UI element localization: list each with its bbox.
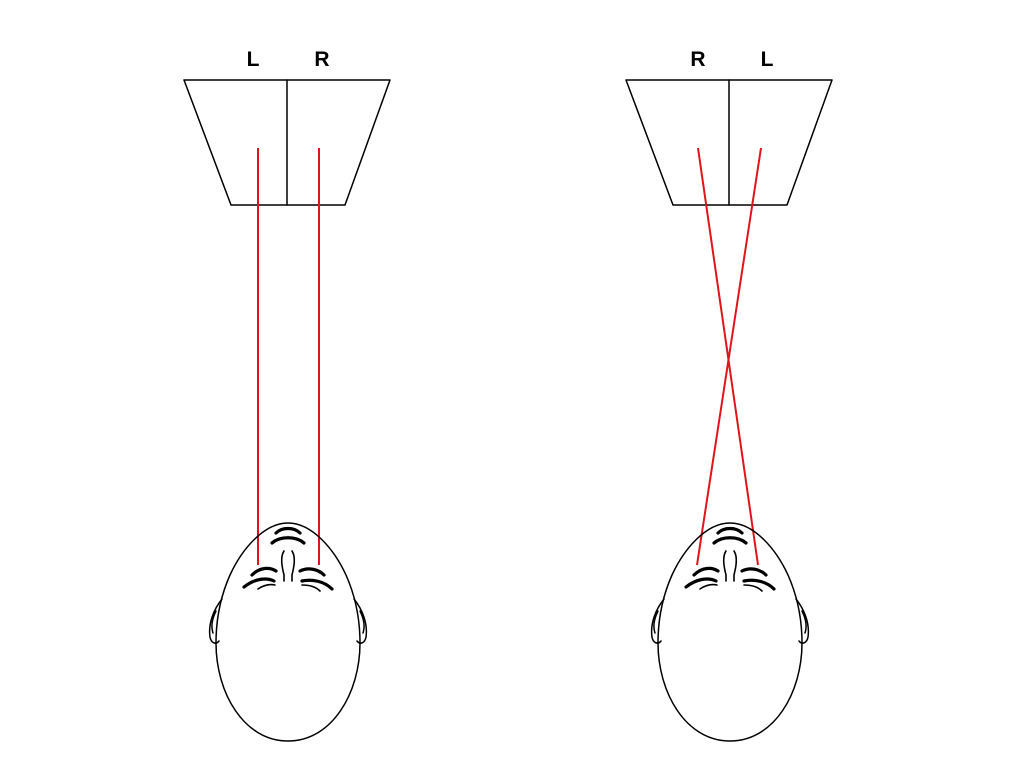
left-panel-head: [208, 521, 368, 743]
right-panel-display: [625, 79, 833, 206]
left-panel-label-right: R: [314, 48, 330, 71]
right-panel: [625, 79, 833, 743]
right-panel-label-left: R: [690, 48, 706, 71]
left-panel: [183, 79, 391, 743]
right-panel-label-right: L: [760, 48, 774, 71]
right-panel-head: [650, 521, 810, 743]
left-panel-label-left: L: [246, 48, 260, 71]
right-panel-sightline-right: [696, 147, 762, 566]
left-panel-display: [183, 79, 391, 206]
